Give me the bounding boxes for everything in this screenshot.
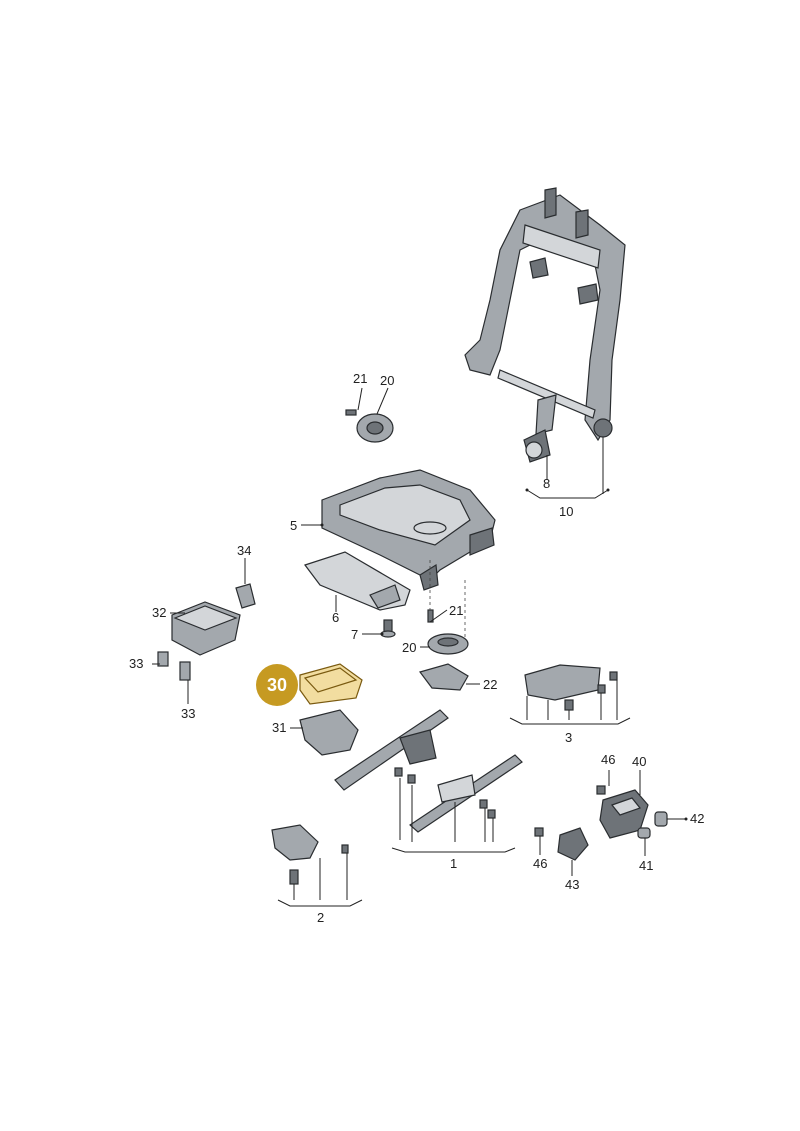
callout-43: 43	[565, 877, 579, 892]
callout-3: 3	[565, 730, 572, 745]
leader-lines	[152, 387, 686, 907]
callout-41: 41	[639, 858, 653, 873]
callout-20-lower: 20	[402, 640, 416, 655]
motor-20-lower	[427, 609, 469, 655]
callout-46-top: 46	[601, 752, 615, 767]
callout-labels: 1 2 3 5 6 7 8 10 21 20 21 20 22 31 32 33…	[129, 371, 704, 925]
callout-33-bottom: 33	[181, 706, 195, 721]
control-unit-32	[171, 601, 241, 656]
screw-46a	[534, 827, 544, 837]
callout-10: 10	[559, 504, 573, 519]
motor-20-upper	[345, 409, 394, 443]
callout-7: 7	[351, 627, 358, 642]
clip-33a	[157, 651, 169, 667]
connector-34	[235, 583, 256, 609]
highlight-badge-30[interactable]: 30	[256, 664, 298, 706]
motor-unit-2	[271, 824, 349, 885]
callout-34: 34	[237, 543, 251, 558]
callout-8: 8	[543, 476, 550, 491]
switch-43	[557, 827, 589, 861]
knob-41	[637, 827, 651, 839]
callout-20-upper: 20	[380, 373, 394, 388]
callout-46-bottom: 46	[533, 856, 547, 871]
clip-33b	[179, 661, 191, 681]
callout-40: 40	[632, 754, 646, 769]
callout-21-lower: 21	[449, 603, 463, 618]
motor-unit-3	[524, 664, 618, 711]
lead-dots	[320, 488, 688, 821]
screw-46b	[596, 785, 606, 795]
callout-42: 42	[690, 811, 704, 826]
callout-32: 32	[152, 605, 166, 620]
callout-2: 2	[317, 910, 324, 925]
seat-cover-plate	[304, 551, 411, 611]
backrest-motor	[523, 394, 557, 463]
callout-5: 5	[290, 518, 297, 533]
bracket-31	[299, 709, 359, 756]
callout-1: 1	[450, 856, 457, 871]
bracket-22	[418, 663, 469, 691]
seat-rails	[334, 709, 523, 833]
control-module-30[interactable]	[299, 663, 363, 705]
callout-21-upper: 21	[353, 371, 367, 386]
callout-33-left: 33	[129, 656, 143, 671]
callout-6: 6	[332, 610, 339, 625]
callout-31: 31	[272, 720, 286, 735]
knob-42	[654, 811, 668, 827]
callout-22: 22	[483, 677, 497, 692]
highlight-label: 30	[267, 675, 287, 695]
backrest-frame	[464, 187, 626, 442]
seat-pan-frame	[321, 469, 496, 591]
